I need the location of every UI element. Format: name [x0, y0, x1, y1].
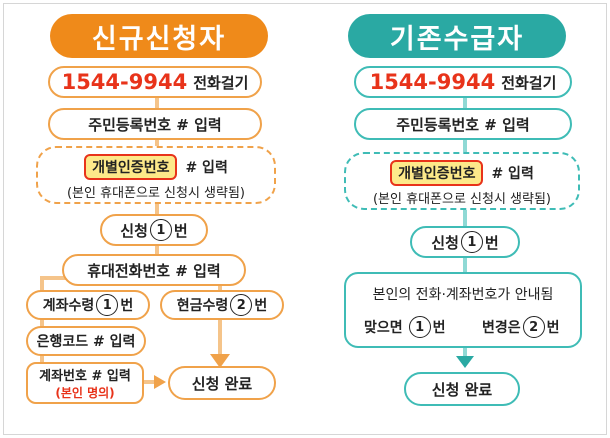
cash-receive-suffix: 번 — [254, 298, 268, 314]
phone-number: 1544-9944 — [61, 70, 188, 94]
resident-number-step: 주민등록번호 # 입력 — [48, 108, 262, 140]
resident-number-step: 주민등록번호 # 입력 — [354, 108, 572, 140]
apply-step: 신청 1 번 — [100, 214, 208, 246]
personal-code-label: 개별인증번호 — [84, 154, 178, 180]
account-number-label: 계좌번호 # 입력 — [39, 369, 131, 384]
apply-label: 신청 — [120, 221, 148, 240]
personal-code-label: 개별인증번호 — [390, 160, 484, 186]
mobile-number-step: 휴대전화번호 # 입력 — [62, 254, 246, 286]
change-label: 변경은 — [482, 320, 521, 336]
change-suffix: 번 — [546, 320, 560, 336]
flow-line-left-bottom — [143, 380, 157, 384]
account-receive-suffix: 번 — [120, 298, 134, 314]
phone-number: 1544-9944 — [369, 70, 496, 94]
arrow-down-icon — [210, 354, 230, 368]
apply-step: 신청 1 번 — [410, 226, 520, 258]
apply-suffix: 번 — [484, 233, 499, 252]
new-applicant-title: 신규신청자 — [50, 14, 268, 58]
existing-recipient-title: 기존수급자 — [348, 14, 566, 58]
personal-code-step: 개별인증번호 # 입력 (본인 휴대폰으로 신청시 생략됨) — [344, 152, 580, 210]
change-option: 변경은 2 번 — [482, 316, 560, 338]
personal-code-note: (본인 휴대폰으로 신청시 생략됨) — [66, 186, 246, 201]
correct-number-badge: 1 — [408, 316, 431, 338]
apply-suffix: 번 — [173, 221, 188, 240]
apply-label: 신청 — [431, 233, 459, 252]
apply-complete-step: 신청 완료 — [404, 372, 520, 406]
cash-receive-step: 현금수령 2 번 — [160, 290, 284, 320]
correct-label: 맞으면 — [364, 320, 403, 336]
correct-suffix: 번 — [432, 320, 446, 336]
cash-receive-label: 현금수령 — [176, 298, 229, 314]
account-receive-label: 계좌수령 — [42, 298, 95, 314]
apply-number-badge: 1 — [460, 231, 483, 253]
bank-code-step: 은행코드 # 입력 — [26, 326, 146, 356]
guide-text: 본인의 전화·계좌번호가 안내됨 — [372, 287, 554, 303]
account-owner-note: (본인 명의) — [55, 386, 115, 400]
apply-number-badge: 1 — [149, 219, 172, 241]
cash-number-badge: 2 — [230, 294, 253, 316]
phone-call-step: 1544-9944 전화걸기 — [354, 66, 572, 98]
apply-complete-step: 신청 완료 — [168, 366, 276, 400]
personal-code-suffix: # 입력 — [491, 166, 534, 182]
correct-option: 맞으면 1 번 — [364, 316, 446, 338]
guide-box: 본인의 전화·계좌번호가 안내됨 맞으면 1 번 변경은 2 번 — [344, 272, 582, 348]
personal-code-step: 개별인증번호 # 입력 (본인 휴대폰으로 신청시 생략됨) — [36, 146, 276, 204]
phone-action: 전화걸기 — [193, 73, 249, 92]
account-number-badge: 1 — [96, 294, 119, 316]
phone-call-step: 1544-9944 전화걸기 — [48, 66, 262, 98]
account-number-step: 계좌번호 # 입력 (본인 명의) — [26, 362, 144, 404]
arrow-right-icon — [154, 375, 166, 389]
personal-code-suffix: # 입력 — [185, 160, 228, 176]
change-number-badge: 2 — [522, 316, 545, 338]
arrow-down-icon — [456, 356, 474, 368]
account-receive-step: 계좌수령 1 번 — [26, 290, 150, 320]
personal-code-note: (본인 휴대폰으로 신청시 생략됨) — [372, 192, 552, 207]
phone-action: 전화걸기 — [501, 73, 557, 92]
